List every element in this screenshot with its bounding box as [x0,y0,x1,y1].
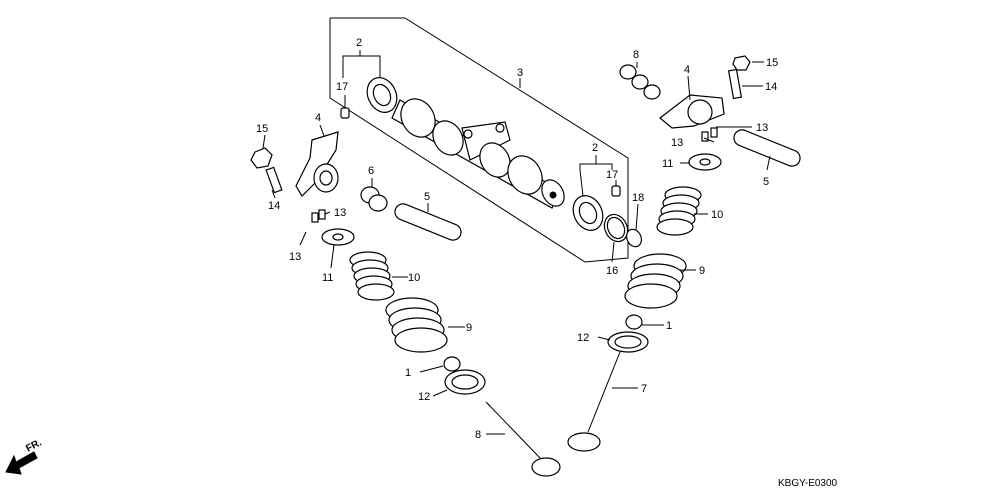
callout-11-right: 11 [662,158,673,170]
callout-7: 7 [641,383,647,395]
callout-9-right: 9 [699,265,705,277]
valve-stem-seal-right [619,64,661,100]
outer-valve-spring-right [624,253,687,309]
callout-1-right: 1 [666,320,672,332]
callout-5-left: 5 [424,191,430,203]
callout-2-right: 2 [592,142,598,154]
rocker-shaft-right [733,129,801,167]
callout-17-left: 17 [336,81,348,93]
diagram-code: KBGY-E0300 [778,478,838,489]
valve-stem-seal-left [360,186,388,212]
callout-8-right: 8 [633,49,639,61]
valve-left [485,401,561,477]
inner-valve-spring-left [349,251,395,301]
direction-label: FR. [24,437,44,454]
callout-12-right: 12 [577,332,589,344]
leader-lines [262,50,771,435]
callout-9-left: 9 [466,322,472,334]
callout-13-left-b: 13 [289,251,301,263]
rocker-arm-left [295,131,339,197]
camshaft [391,98,565,209]
camshaft-bearing-left [366,77,398,113]
valve-cotters-left [311,209,326,223]
adjusting-screw-right [727,68,743,100]
callout-15-right: 15 [766,57,778,69]
callout-18: 18 [632,192,644,204]
callout-13-left-a: 13 [334,207,346,219]
o-ring-16 [603,213,629,243]
callout-10-left: 10 [408,272,420,284]
rocker-shaft-left [394,203,462,241]
callout-10-right: 10 [711,209,723,221]
outer-spring-seat-left [321,228,355,246]
callout-2-left: 2 [356,37,362,49]
inner-valve-spring-right [656,186,702,236]
camshaft-assembly-frame [329,17,629,263]
callout-16: 16 [606,265,618,277]
callout-14-left: 14 [268,200,280,212]
callout-3: 3 [517,67,523,79]
callout-13-right-a: 13 [756,122,768,134]
dowel-pin-left [340,107,350,119]
stem-seal-right [625,314,643,330]
valve-cotters-right [701,127,718,142]
callout-17-right: 17 [606,169,618,181]
valve-spring-seat-right [607,331,649,353]
callout-12-left: 12 [418,391,430,403]
callout-14-right: 14 [765,81,777,93]
callout-1-left: 1 [405,367,411,379]
front-direction-arrow: FR. [5,437,44,475]
o-ring-18 [626,228,642,248]
callout-6: 6 [368,165,374,177]
camshaft-bearing-right [572,195,604,231]
valve-spring-seat-left [444,369,486,395]
valve-right [567,351,621,452]
callout-8-left: 8 [475,429,481,441]
callout-5-right: 5 [763,176,769,188]
callout-4-left: 4 [315,112,321,124]
stem-seal-left [443,356,461,372]
dowel-pin-right [611,185,621,197]
rocker-arm-right [659,94,725,129]
callouts: 2 17 3 2 17 18 16 4 15 14 13 13 11 6 5 1… [256,37,778,441]
outer-spring-seat-right [688,153,722,171]
outer-valve-spring-left [385,297,448,353]
callout-15-left: 15 [256,123,268,135]
callout-4-right: 4 [684,64,690,76]
callout-11-left: 11 [322,272,333,284]
lock-nut-left [250,147,273,169]
lock-nut-right [732,55,751,71]
adjusting-screw-left [265,166,283,194]
callout-13-right-b: 13 [671,137,683,149]
